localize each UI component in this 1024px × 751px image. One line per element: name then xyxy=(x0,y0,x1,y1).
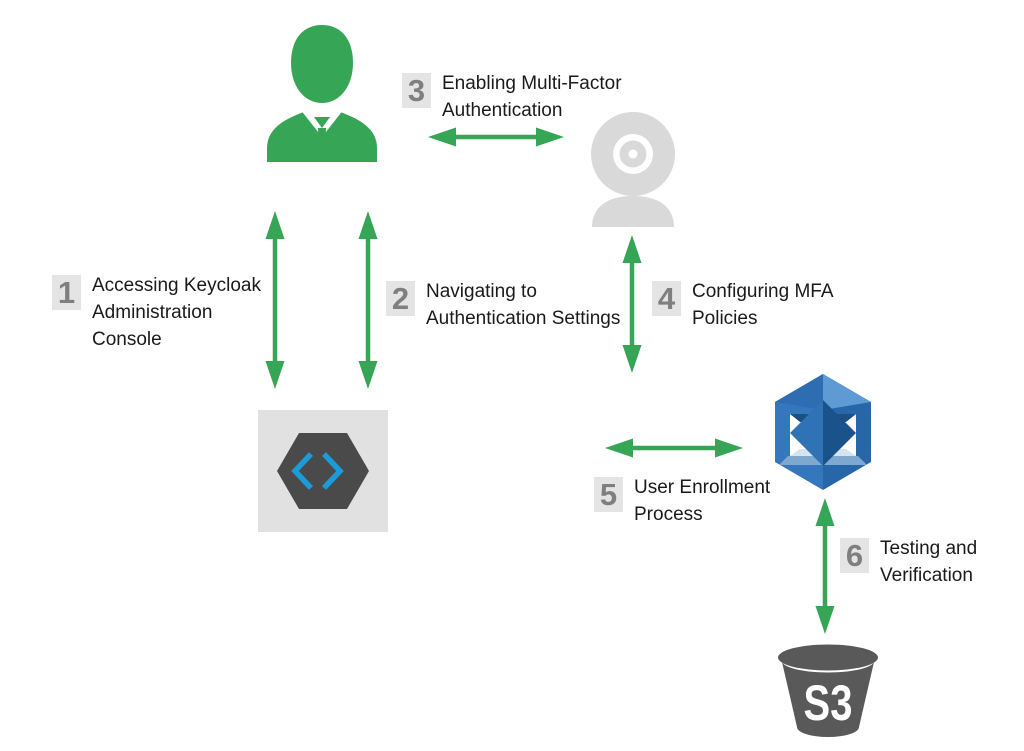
webcam-policy-arrow xyxy=(622,235,642,373)
code-hexagon-icon xyxy=(258,410,388,532)
step-label-6: 6 Testing and Verification xyxy=(840,535,977,589)
testing-arrow xyxy=(815,498,835,634)
user-webcam-arrow xyxy=(428,127,564,147)
step-number-4: 4 xyxy=(652,281,681,316)
step-label-1: 1 Accessing Keycloak Administration Cons… xyxy=(52,272,261,353)
step-text-5: User Enrollment Process xyxy=(634,477,771,525)
step-number-1: 1 xyxy=(52,275,81,310)
step-number-3: 3 xyxy=(402,73,431,108)
step-label-4: 4 Configuring MFA Policies xyxy=(652,278,834,332)
step-text-6: Testing and Verification xyxy=(880,538,978,586)
step-text-3: Enabling Multi-Factor Authentication xyxy=(442,73,622,121)
webcam-icon xyxy=(591,112,675,227)
step-text-4: Configuring MFA Policies xyxy=(692,281,834,329)
s3-bucket-icon: S3 xyxy=(778,644,878,737)
step-text-2: Navigating to Authentication Settings xyxy=(426,281,621,329)
user-console-arrow-2 xyxy=(358,211,378,389)
blue-cube-icon xyxy=(775,374,871,490)
step-label-5: 5 User Enrollment Process xyxy=(594,474,770,528)
user-console-arrow-1 xyxy=(265,211,285,389)
step-text-1: Accessing Keycloak Administration Consol… xyxy=(92,275,261,350)
s3-bucket-label: S3 xyxy=(804,675,853,731)
step-number-2: 2 xyxy=(386,281,415,316)
step-number-6: 6 xyxy=(840,538,869,573)
step-label-3: 3 Enabling Multi-Factor Authentication xyxy=(402,70,622,124)
enrollment-arrow xyxy=(605,438,743,458)
step-label-2: 2 Navigating to Authentication Settings xyxy=(386,278,620,332)
admin-user-icon xyxy=(267,25,377,162)
step-number-5: 5 xyxy=(594,477,623,512)
